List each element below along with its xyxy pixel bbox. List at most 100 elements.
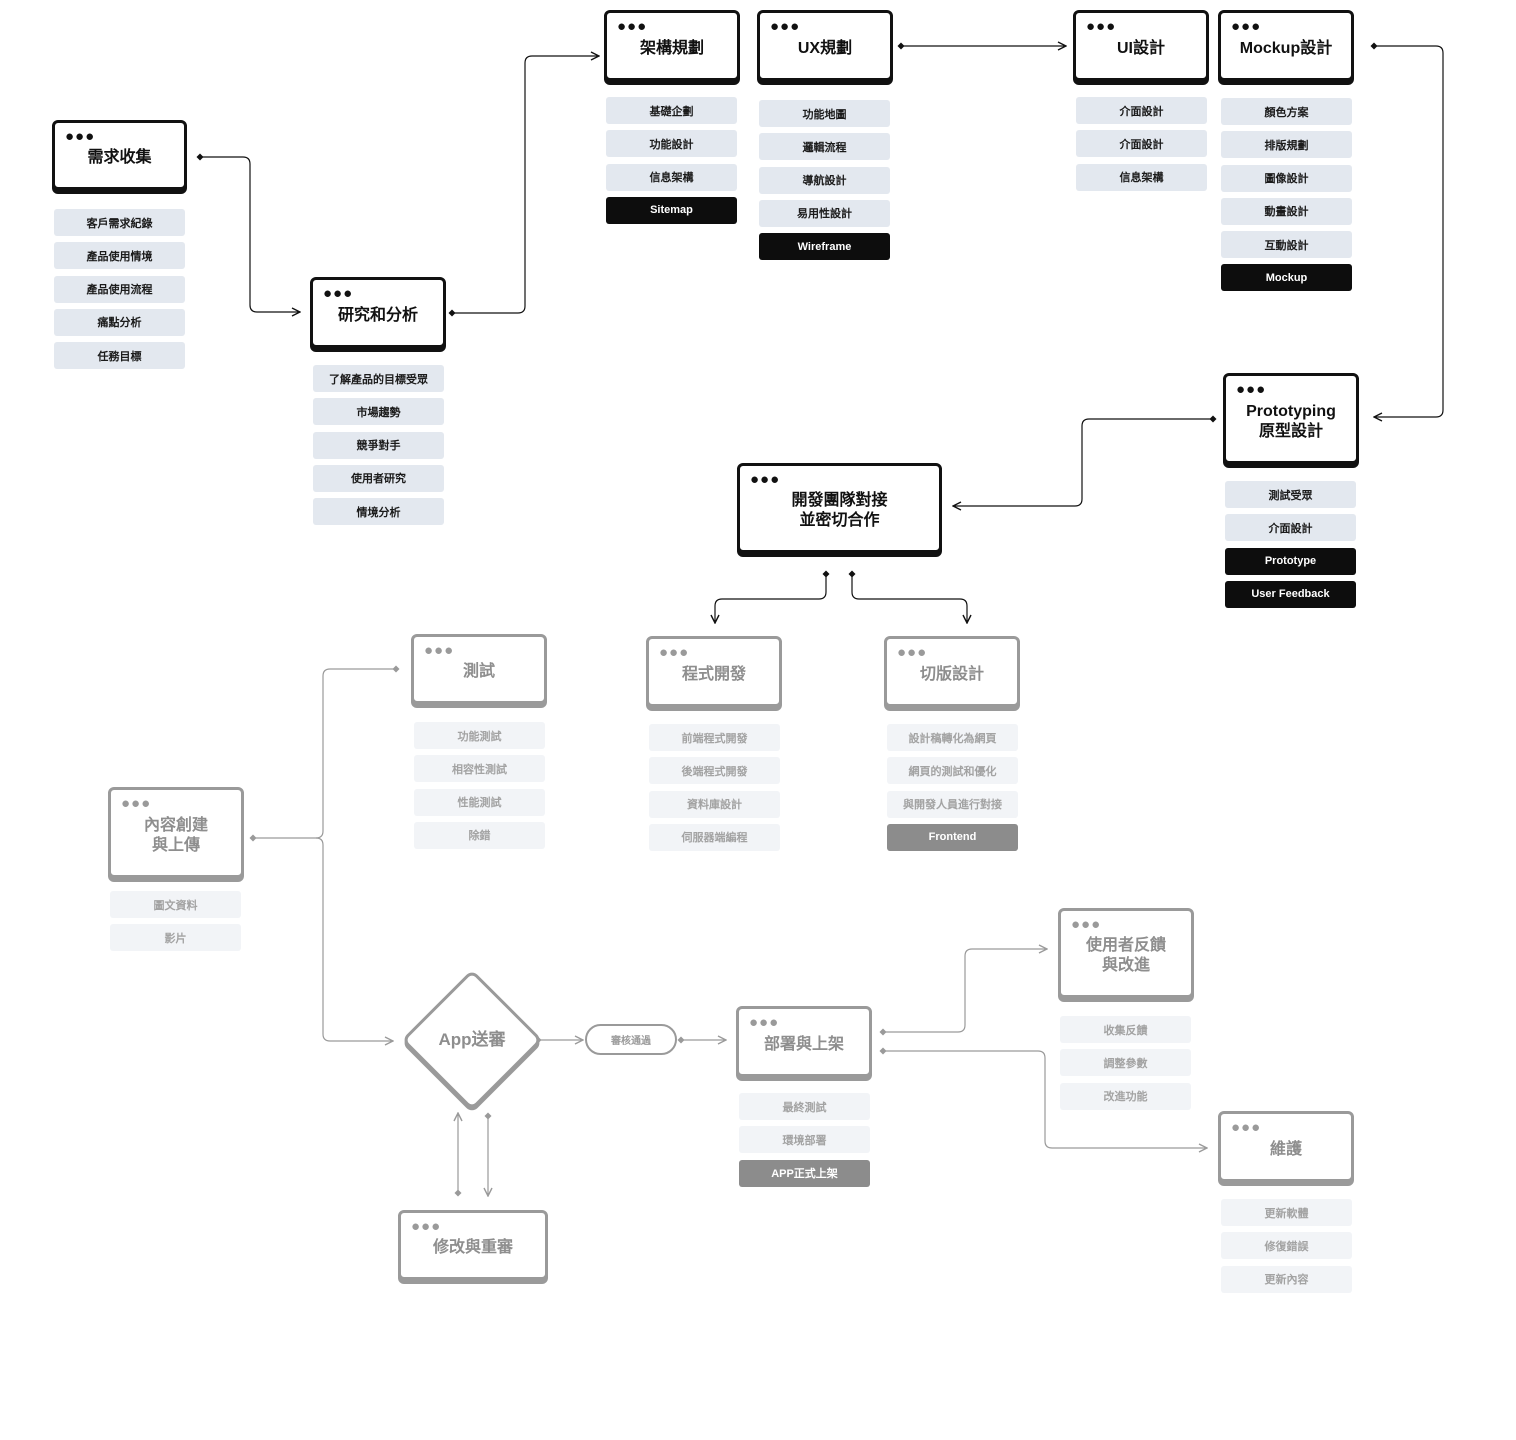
list-item: 環境部署 <box>739 1126 870 1154</box>
ui-items: 介面設計 介面設計 信息架構 <box>1076 97 1207 197</box>
node-title: 內容創建 與上傳 <box>143 816 208 854</box>
list-item: 影片 <box>110 924 241 952</box>
list-item: 信息架構 <box>1076 163 1207 191</box>
ux-items: 功能地圖 邏輯流程 導航設計 易用性設計 Wireframe <box>759 100 890 266</box>
menu-dots-icon: ●●● <box>1231 18 1262 35</box>
research-node[interactable]: ●●● 研究和分析 <box>310 277 446 348</box>
list-item: 收集反饋 <box>1060 1016 1191 1043</box>
menu-dots-icon: ●●● <box>1236 381 1267 398</box>
list-item-highlight: Sitemap <box>606 196 737 224</box>
list-item: 功能測試 <box>414 722 545 749</box>
list-item: 痛點分析 <box>54 308 185 336</box>
mockup-items: 顏色方案 排版規劃 圖像設計 動畫設計 互動設計 Mockup <box>1221 98 1352 298</box>
link-devteam-slicing <box>852 574 967 623</box>
list-item: 動畫設計 <box>1221 197 1352 225</box>
list-item: 圖文資料 <box>110 891 241 918</box>
link-mockup-prototyping <box>1374 46 1444 417</box>
list-item: 導航設計 <box>759 166 890 194</box>
list-item: 介面設計 <box>1076 130 1207 158</box>
menu-dots-icon: ●●● <box>411 1218 442 1235</box>
node-title: 修改與重審 <box>432 1239 513 1256</box>
testing-node[interactable]: ●●● 測試 <box>411 634 547 704</box>
feedback-node[interactable]: ●●● 使用者反饋 與改進 <box>1058 908 1194 998</box>
list-item: 除錯 <box>414 821 545 849</box>
list-item: 相容性測試 <box>414 755 545 783</box>
architecture-node[interactable]: ●●● 架構規劃 <box>604 10 740 81</box>
list-item: 產品使用情境 <box>54 242 185 270</box>
list-item: 排版規劃 <box>1221 131 1352 159</box>
list-item: 信息架構 <box>606 163 737 191</box>
list-item: 調整參數 <box>1060 1049 1191 1077</box>
requirements-items: 客戶需求紀錄 產品使用情境 產品使用流程 痛點分析 任務目標 <box>54 209 185 375</box>
slicing-node[interactable]: ●●● 切版設計 <box>884 636 1020 707</box>
list-item: 性能測試 <box>414 788 545 816</box>
list-item: 邏輯流程 <box>759 133 890 161</box>
node-title: 開發團隊對接 並密切合作 <box>791 492 888 529</box>
node-title: 程式開發 <box>681 665 746 683</box>
list-item: 改進功能 <box>1060 1082 1191 1110</box>
list-item: 客戶需求紀錄 <box>54 209 185 236</box>
list-item: 網頁的測試和優化 <box>887 757 1018 785</box>
link-deploy-feedback <box>883 949 1047 1032</box>
list-item: 顏色方案 <box>1221 98 1352 125</box>
list-item: 設計稿轉化為網頁 <box>887 724 1018 751</box>
menu-dots-icon: ●●● <box>1086 18 1117 35</box>
link-research-architecture <box>452 56 599 313</box>
list-item: 資料庫設計 <box>649 790 780 818</box>
prototyping-node[interactable]: ●●● Prototyping 原型設計 <box>1223 373 1359 464</box>
menu-dots-icon: ●●● <box>323 285 354 302</box>
requirements-node[interactable]: ●●● 需求收集 <box>52 120 187 190</box>
deploy-node[interactable]: ●●● 部署與上架 <box>736 1006 872 1077</box>
list-item: 互動設計 <box>1221 231 1352 259</box>
node-title: 部署與上架 <box>763 1035 844 1053</box>
link-content-testing <box>249 665 400 842</box>
list-item: 最終測試 <box>739 1093 870 1120</box>
maintenance-items: 更新軟體 修復錯誤 更新內容 <box>1221 1199 1352 1299</box>
review-passed-label: 審核通過 <box>585 1024 677 1055</box>
list-item-highlight: Wireframe <box>759 233 890 261</box>
node-title: 維護 <box>1269 1140 1302 1158</box>
list-item: 情境分析 <box>313 498 444 526</box>
list-item: 介面設計 <box>1225 514 1356 542</box>
menu-dots-icon: ●●● <box>121 795 152 812</box>
ux-node[interactable]: ●●● UX規劃 <box>757 10 893 81</box>
list-item: 更新軟體 <box>1221 1199 1352 1226</box>
deploy-items: 最終測試 環境部署 APP正式上架 <box>739 1093 870 1193</box>
programming-node[interactable]: ●●● 程式開發 <box>646 636 782 707</box>
menu-dots-icon: ●●● <box>617 18 648 35</box>
prototyping-items: 測試受眾 介面設計 Prototype User Feedback <box>1225 481 1356 614</box>
list-item: 修復錯誤 <box>1221 1232 1352 1260</box>
list-item: 前端程式開發 <box>649 724 780 751</box>
programming-items: 前端程式開發 後端程式開發 資料庫設計 伺服器端編程 <box>649 724 780 857</box>
link-prototyping-devteam <box>953 419 1213 506</box>
node-title: UI設計 <box>1116 39 1165 57</box>
link-requirements-research <box>200 157 300 312</box>
list-item: 使用者研究 <box>313 464 444 492</box>
node-title: Prototyping 原型設計 <box>1246 402 1336 440</box>
node-title: 切版設計 <box>919 665 984 683</box>
list-item: 功能設計 <box>606 130 737 158</box>
link-devteam-programming <box>715 574 826 623</box>
list-item: 任務目標 <box>54 342 185 370</box>
research-items: 了解產品的目標受眾 市場趨勢 競爭對手 使用者研究 情境分析 <box>313 365 444 531</box>
list-item-highlight: Frontend <box>887 823 1018 851</box>
maintenance-node[interactable]: ●●● 維護 <box>1218 1111 1354 1182</box>
list-item: 競爭對手 <box>313 431 444 459</box>
list-item: 了解產品的目標受眾 <box>313 365 444 392</box>
slicing-items: 設計稿轉化為網頁 網頁的測試和優化 與開發人員進行對接 Frontend <box>887 724 1018 857</box>
content-items: 圖文資料 影片 <box>110 891 241 958</box>
menu-dots-icon: ●●● <box>749 1014 780 1031</box>
menu-dots-icon: ●●● <box>770 18 801 35</box>
list-item-highlight: User Feedback <box>1225 580 1356 608</box>
content-node[interactable]: ●●● 內容創建 與上傳 <box>108 787 244 878</box>
ui-node[interactable]: ●●● UI設計 <box>1073 10 1209 81</box>
list-item: 功能地圖 <box>759 100 890 127</box>
list-item: 伺服器端編程 <box>649 823 780 851</box>
list-item: 介面設計 <box>1076 97 1207 124</box>
node-title: UX規劃 <box>797 39 853 57</box>
node-title: 架構規劃 <box>639 39 704 57</box>
revise-node[interactable]: ●●● 修改與重審 <box>398 1210 548 1280</box>
mockup-node[interactable]: ●●● Mockup設計 <box>1218 10 1354 81</box>
list-item: 基礎企劃 <box>606 97 737 124</box>
dev-team-node[interactable]: ●●● 開發團隊對接 並密切合作 <box>737 463 942 553</box>
